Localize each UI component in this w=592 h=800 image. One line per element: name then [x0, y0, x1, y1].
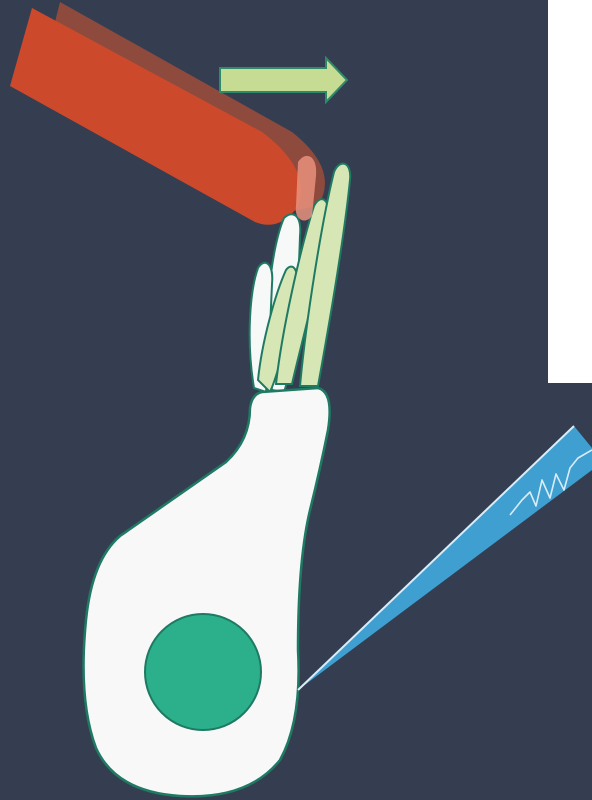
nucleus — [145, 614, 261, 730]
right-arrow-icon — [220, 58, 347, 102]
hair-cell-body — [84, 388, 330, 796]
patch-pipette — [298, 426, 592, 690]
pipette-edge — [298, 426, 574, 690]
